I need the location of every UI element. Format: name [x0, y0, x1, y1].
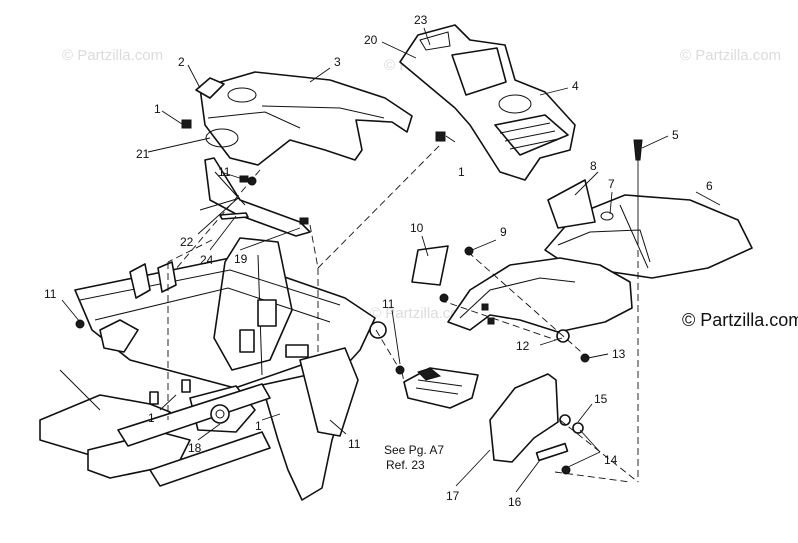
callout-18: 18 [188, 441, 202, 455]
callout-1: 1 [148, 411, 155, 425]
watermark: © Partzilla.com [62, 47, 163, 64]
frame-assembly [39, 237, 387, 501]
callout-1: 1 [255, 419, 262, 433]
callout-11: 11 [348, 437, 361, 451]
callout-1: 1 [154, 102, 161, 116]
watermark: © Partzilla.com [680, 47, 781, 64]
reference-note-line-2: Ref. 23 [386, 458, 425, 472]
callout-6: 6 [706, 179, 713, 193]
leader-lines [61, 27, 721, 493]
reference-note-line-1: See Pg. A7 [384, 443, 444, 457]
callout-13: 13 [612, 347, 626, 361]
deflector-part-19 [199, 157, 311, 237]
front-fender-part-10 [411, 245, 633, 333]
callout-1: 1 [458, 165, 465, 179]
mud-flap-part-17 [489, 373, 584, 475]
callout-22: 22 [180, 235, 194, 249]
callout-12: 12 [516, 339, 530, 353]
routing-lines [167, 144, 639, 483]
callout-8: 8 [590, 159, 597, 173]
callout-16: 16 [508, 495, 522, 509]
callout-4: 4 [572, 79, 579, 93]
callout-3: 3 [334, 55, 341, 69]
callout-11: 11 [218, 165, 231, 179]
brand-watermark: © Partzilla.com [682, 310, 798, 330]
callout-20: 20 [364, 33, 378, 47]
callout-21: 21 [136, 147, 150, 161]
callout-19: 19 [234, 252, 248, 266]
callout-17: 17 [446, 489, 460, 503]
callout-23: 23 [414, 13, 428, 27]
callout-14: 14 [604, 453, 618, 467]
callout-10: 10 [410, 221, 424, 235]
rear-cab-part-4 [399, 24, 576, 181]
callout-7: 7 [608, 177, 615, 191]
footrest-bracket [403, 367, 479, 409]
watermark: © Partzilla.com [370, 305, 471, 322]
callout-5: 5 [672, 128, 679, 142]
rear-fender-part-6 [544, 160, 753, 279]
callout-2: 2 [178, 55, 185, 69]
callout-9: 9 [500, 225, 507, 239]
callout-15: 15 [594, 392, 608, 406]
callout-11: 11 [44, 287, 57, 301]
callout-labels: 1 2 3 21 11 22 24 19 20 23 4 1 5 6 8 7 9… [44, 13, 713, 509]
front-cab-part-3 [181, 71, 413, 166]
callout-24: 24 [200, 253, 214, 267]
callout-11: 11 [382, 297, 395, 311]
